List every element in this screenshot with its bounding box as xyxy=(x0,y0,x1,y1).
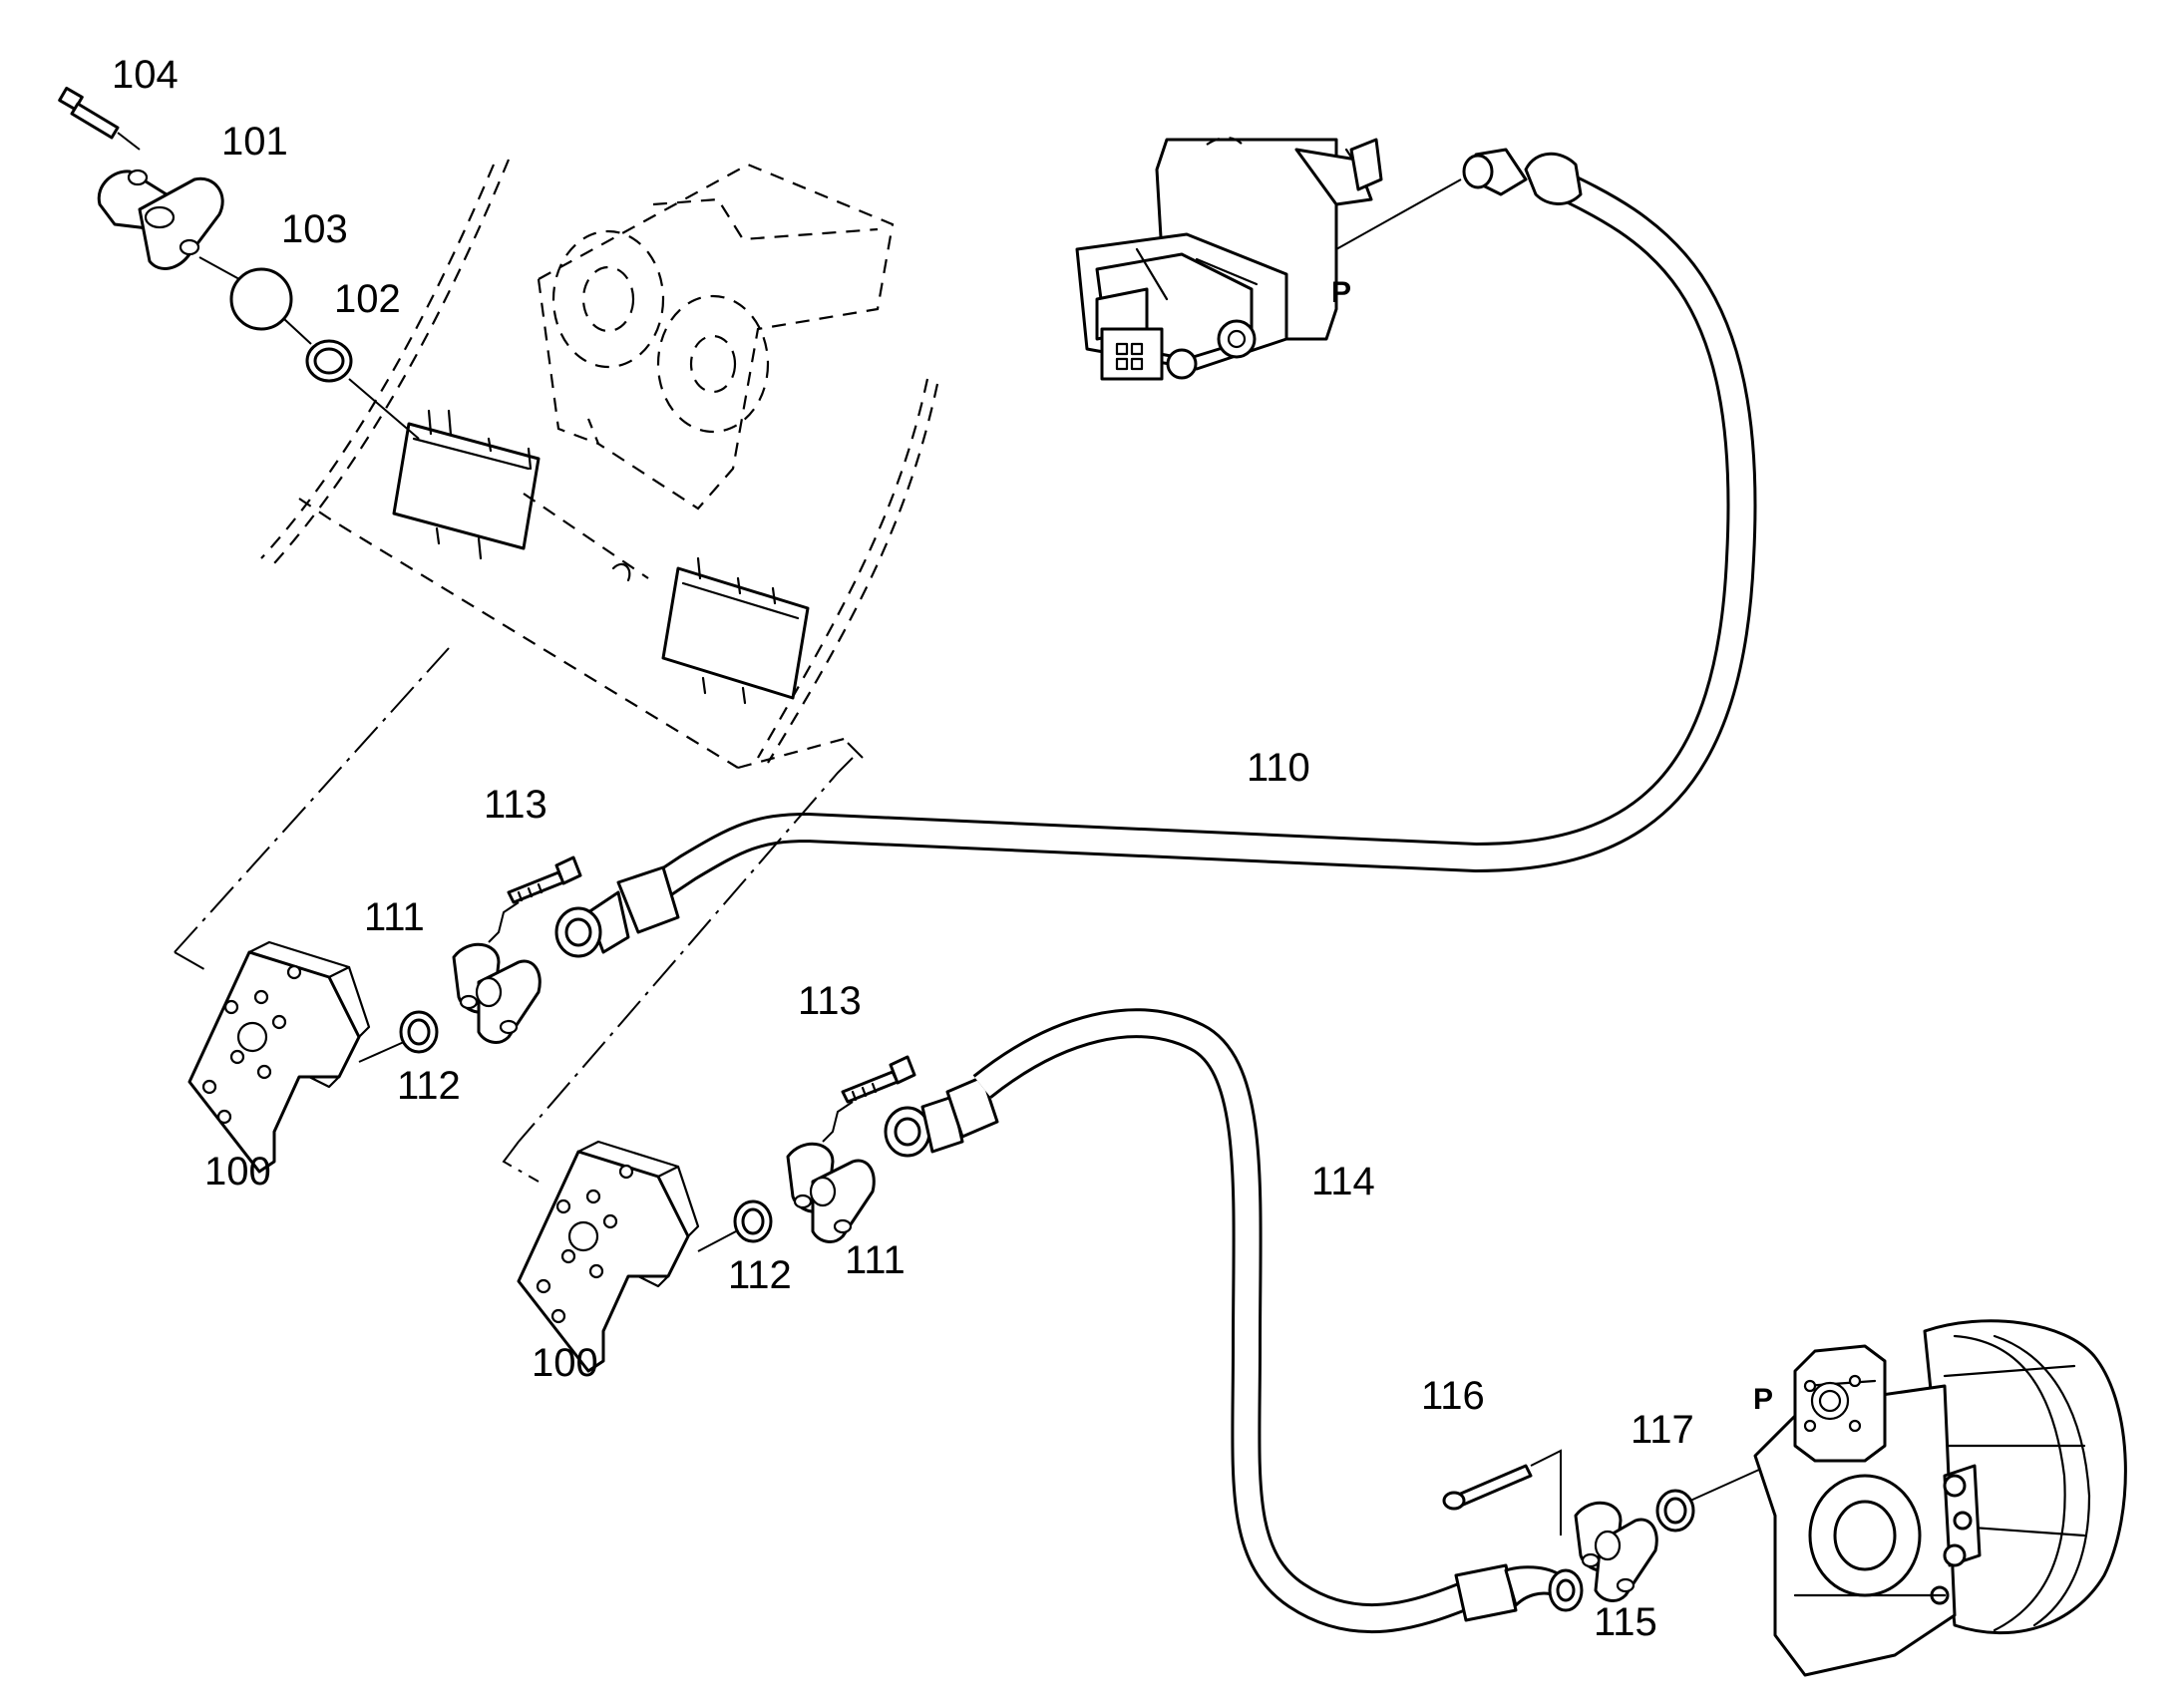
bolt-113-lower xyxy=(841,1055,916,1104)
flange-fitting-lower xyxy=(884,1075,999,1158)
flange-clamp-111-lower xyxy=(786,1142,876,1243)
frame-bracket-upper xyxy=(392,409,541,560)
control-valve xyxy=(1075,137,1383,381)
leader-103 xyxy=(283,318,312,345)
callout-110: 110 xyxy=(1247,746,1310,790)
leader-116 xyxy=(1530,1449,1562,1536)
callout-112-lower: 112 xyxy=(728,1253,792,1297)
o-ring-112-lower xyxy=(733,1199,773,1243)
callout-113-upper: 113 xyxy=(484,783,547,827)
frame-outline xyxy=(260,159,939,770)
manifold-block-100-upper xyxy=(187,940,371,1174)
callout-111-lower: 111 xyxy=(845,1238,906,1282)
callout-100-lower: 100 xyxy=(532,1341,598,1385)
flange-clamp-111-upper xyxy=(452,942,542,1044)
callout-104: 104 xyxy=(112,53,179,97)
plug-103 xyxy=(229,267,293,331)
port-label-valve: P xyxy=(1331,276,1351,309)
leader-113-lower xyxy=(822,1101,854,1143)
callout-101: 101 xyxy=(221,120,288,164)
hydraulic-pump xyxy=(1753,1319,2127,1677)
leader-valve-port xyxy=(1335,178,1462,250)
o-ring-102 xyxy=(305,339,353,383)
leader-102 xyxy=(348,378,420,440)
bolt-104 xyxy=(58,86,120,140)
callout-112-upper: 112 xyxy=(397,1064,461,1108)
hose-114 xyxy=(972,1008,1584,1634)
frame-bracket-lower xyxy=(661,556,810,705)
callout-102: 102 xyxy=(334,277,401,321)
bracket-clip xyxy=(611,562,631,582)
flange-clamp-115 xyxy=(1574,1501,1658,1602)
o-ring-112-upper xyxy=(399,1010,439,1054)
leader-101 xyxy=(198,256,240,280)
flange-clamp-101 xyxy=(97,169,224,270)
callout-117: 117 xyxy=(1631,1408,1694,1452)
o-ring-117 xyxy=(1655,1489,1695,1533)
callout-labels: 104 101 103 102 110 113 111 112 100 113 … xyxy=(112,53,1773,1644)
leader-112-upper xyxy=(358,1041,405,1063)
callout-103: 103 xyxy=(281,207,348,251)
guide-lines-upper xyxy=(174,647,864,1183)
leader-113-upper xyxy=(488,901,520,943)
bolt-113-upper xyxy=(507,855,582,904)
port-label-pump: P xyxy=(1753,1383,1773,1416)
hose-110 xyxy=(554,148,1757,958)
callout-100-upper: 100 xyxy=(204,1150,271,1194)
bracket-link xyxy=(523,493,649,579)
leader-112-lower xyxy=(697,1230,737,1252)
manifold-block-100-lower xyxy=(517,1140,700,1373)
callout-114: 114 xyxy=(1311,1160,1375,1203)
leader-104 xyxy=(117,132,141,151)
bolt-116 xyxy=(1442,1464,1533,1511)
callout-116: 116 xyxy=(1421,1374,1485,1418)
callout-113-lower: 113 xyxy=(798,979,862,1023)
callout-115: 115 xyxy=(1594,1600,1657,1644)
callout-111-upper: 111 xyxy=(364,895,425,939)
